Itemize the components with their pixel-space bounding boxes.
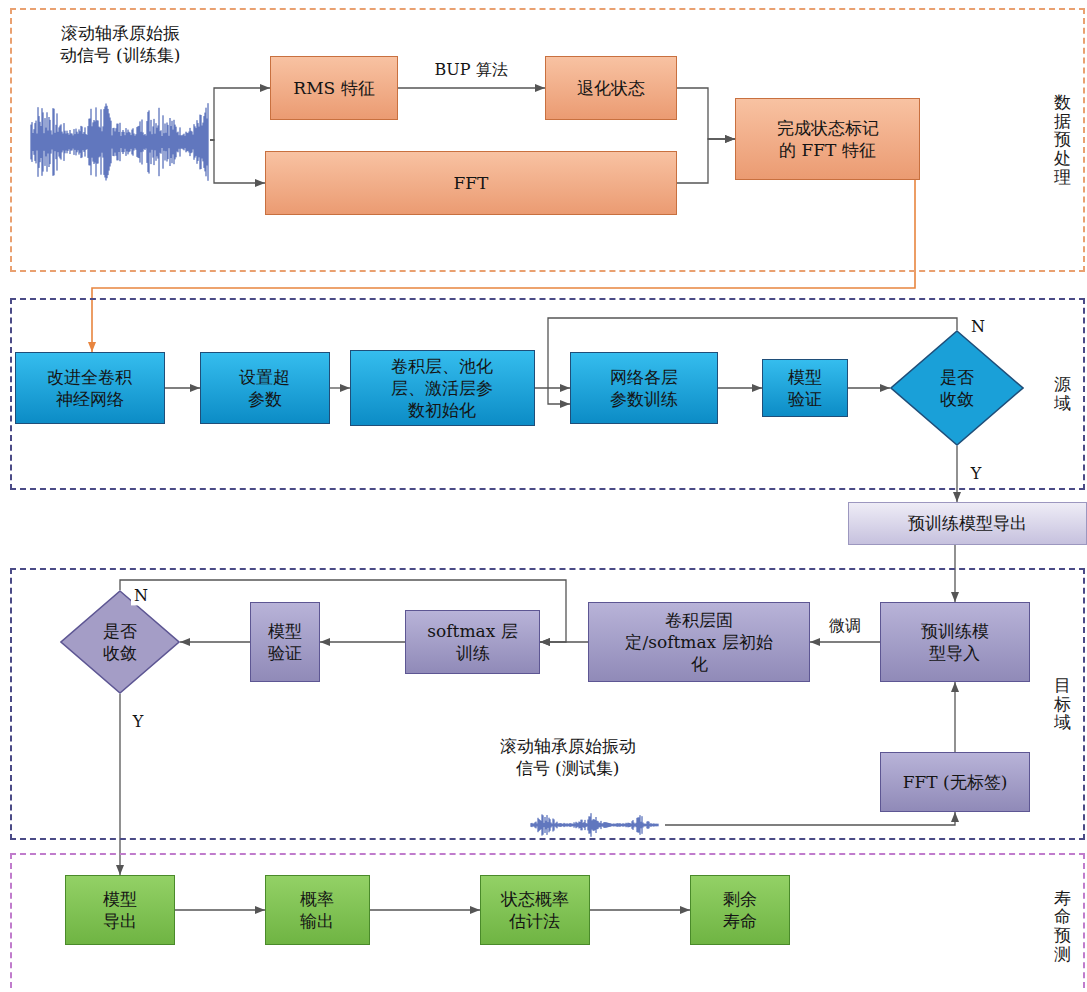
node-text: 卷积层、池化层、激活层参数初始化: [390, 355, 495, 421]
node-text: 预训练模型导入: [919, 620, 990, 664]
process-box: 改进全卷积神经网络: [15, 352, 165, 424]
node-text: 剩余寿命: [721, 888, 758, 932]
edge-label: Y: [130, 712, 147, 731]
region-band: 寿命预测 模型导出 概率输出 状态概率估计法 剩余寿命: [10, 853, 1085, 992]
connector-arrow: [954, 682, 955, 752]
node-text: 改进全卷积神经网络: [46, 366, 134, 410]
connector-arrow: [398, 87, 545, 88]
node-text: 完成状态标记的 FFT 特征: [774, 117, 881, 161]
node-text: 滚动轴承原始振动信号 (测试集): [497, 735, 638, 779]
connector-arrow: [956, 446, 957, 502]
vibration-waveform: [30, 97, 210, 187]
signal-source: 滚动轴承原始振动信号 (训练集): [30, 22, 210, 192]
process-box: 模型验证: [250, 602, 320, 682]
process-box: softmax 层训练: [405, 610, 540, 674]
region-label: 源域: [1054, 375, 1071, 412]
connector-arrow: [165, 387, 200, 388]
process-box: 状态概率估计法: [480, 875, 590, 945]
process-box: 设置超参数: [200, 352, 330, 424]
node-text: softmax 层训练: [422, 620, 524, 664]
node-text: 模型验证: [266, 620, 303, 664]
diamond-shape: [61, 591, 179, 693]
node-text: 是否收敛: [938, 366, 975, 410]
connector-arrow: [848, 387, 890, 388]
node-text: FFT: [454, 172, 489, 194]
diamond-outline: [890, 330, 1024, 446]
connector-arrow: [665, 812, 955, 825]
node-text: 是否收敛: [101, 620, 138, 664]
node-text: 模型导出: [101, 888, 138, 932]
connector-arrow: [119, 694, 120, 875]
node-text: FFT (无标签): [903, 771, 1008, 793]
diamond-outline: [60, 590, 180, 694]
node-text: 卷积层固定/softmax 层初始化: [623, 609, 776, 675]
process-box: 预训练模型导出: [848, 502, 1087, 545]
edge-label: Y: [968, 464, 985, 483]
process-box: 退化状态: [545, 56, 677, 120]
node-text: 概率输出: [299, 888, 336, 932]
connector-arrow: [370, 909, 480, 910]
connector-arrow: [718, 387, 762, 388]
process-box: 预训练模型导入: [880, 602, 1030, 682]
connector-arrow: [590, 909, 690, 910]
decision-diamond: 是否收敛: [890, 330, 1024, 446]
process-box: 剩余寿命: [690, 875, 790, 945]
node-text: RMS 特征: [293, 77, 374, 99]
region-band: 源域 改进全卷积神经网络 设置超参数 卷积层、池化层、激活层参数初始化 网络各层参数训练…: [10, 298, 1085, 490]
region-label: 目标域: [1054, 676, 1071, 732]
waveform-strokes: [531, 813, 658, 837]
connector-arrow: [677, 139, 735, 183]
connector-arrow: [320, 641, 405, 642]
process-box: FFT (无标签): [880, 752, 1030, 812]
node-text: 退化状态: [577, 77, 645, 99]
process-box: 卷积层、池化层、激活层参数初始化: [350, 350, 535, 426]
connector-arrow: [810, 641, 880, 642]
decision-diamond: 是否收敛: [60, 590, 180, 694]
region-band: 数据预处理 滚动轴承原始振动信号 (训练集) RMS 特征 退化状态 FFT 完成状态标记…: [10, 8, 1085, 272]
region-label: 数据预处理: [1054, 93, 1071, 186]
diamond-shape: [891, 331, 1023, 445]
connector-arrow: [175, 909, 265, 910]
process-box: RMS 特征: [270, 56, 398, 120]
region-band: 目标域 是否收敛 模型验证 softmax 层训练 卷积层固定/softmax 层初始化…: [10, 568, 1085, 840]
node-text: 滚动轴承原始振动信号 (训练集): [58, 22, 182, 66]
process-box: 卷积层固定/softmax 层初始化: [588, 602, 810, 682]
signal-source: 滚动轴承原始振动信号 (测试集): [470, 735, 665, 840]
connector-arrow: [210, 88, 270, 140]
node-text: 预训练模型导出: [908, 512, 1027, 534]
process-box: FFT: [265, 151, 677, 215]
edge-label: N: [968, 317, 988, 336]
process-box: 模型导出: [65, 875, 175, 945]
connector-arrow: [210, 140, 265, 183]
node-text: 状态概率估计法: [499, 888, 570, 932]
process-box: 概率输出: [265, 875, 370, 945]
connector-arrow: [180, 641, 250, 642]
region-label: 寿命预测: [1054, 888, 1071, 963]
process-box: 模型验证: [762, 359, 848, 417]
edge-label: 微调: [826, 616, 864, 635]
connector-arrow: [330, 387, 350, 388]
waveform-strokes: [31, 103, 208, 181]
vibration-waveform: [530, 810, 660, 840]
connector-arrow: [954, 545, 955, 602]
connector-arrow: [677, 88, 735, 139]
node-text: 网络各层参数训练: [608, 366, 679, 410]
node-text: 模型验证: [786, 366, 823, 410]
connector-arrow: [535, 387, 570, 388]
process-box: 完成状态标记的 FFT 特征: [735, 98, 920, 180]
node-text: 设置超参数: [238, 366, 292, 410]
edge-label: BUP 算法: [431, 60, 510, 79]
process-box: 网络各层参数训练: [570, 352, 718, 424]
